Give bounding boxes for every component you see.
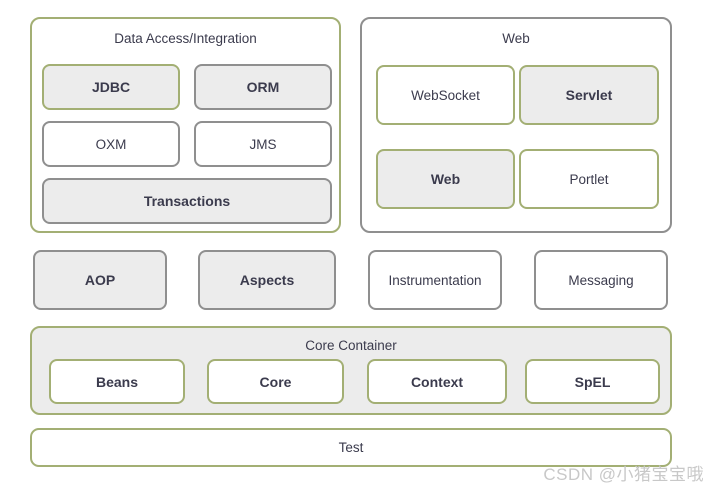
websocket-box: WebSocket: [376, 65, 515, 125]
test-box: Test: [30, 428, 672, 467]
portlet-box: Portlet: [519, 149, 659, 209]
context-box: Context: [367, 359, 507, 404]
spel-box: SpEL: [525, 359, 660, 404]
core-container-title: Core Container: [305, 338, 397, 353]
servlet-box: Servlet: [519, 65, 659, 125]
web-box: Web: [376, 149, 515, 209]
orm-box: ORM: [194, 64, 332, 110]
aspects-box: Aspects: [198, 250, 336, 310]
data-access-integration-container: Data Access/Integration JDBC ORM OXM JMS…: [30, 17, 341, 233]
csdn-watermark: CSDN @小猪宝宝哦: [543, 465, 704, 484]
instrumentation-box: Instrumentation: [368, 250, 502, 310]
aop-box: AOP: [33, 250, 167, 310]
jms-box: JMS: [194, 121, 332, 167]
web-container-title: Web: [502, 31, 530, 46]
oxm-box: OXM: [42, 121, 180, 167]
web-container: Web WebSocket Servlet Web Portlet: [360, 17, 672, 233]
data-access-integration-title: Data Access/Integration: [114, 31, 257, 46]
core-box: Core: [207, 359, 344, 404]
core-container: Core Container Beans Core Context SpEL: [30, 326, 672, 415]
beans-box: Beans: [49, 359, 185, 404]
jdbc-box: JDBC: [42, 64, 180, 110]
messaging-box: Messaging: [534, 250, 668, 310]
transactions-box: Transactions: [42, 178, 332, 224]
